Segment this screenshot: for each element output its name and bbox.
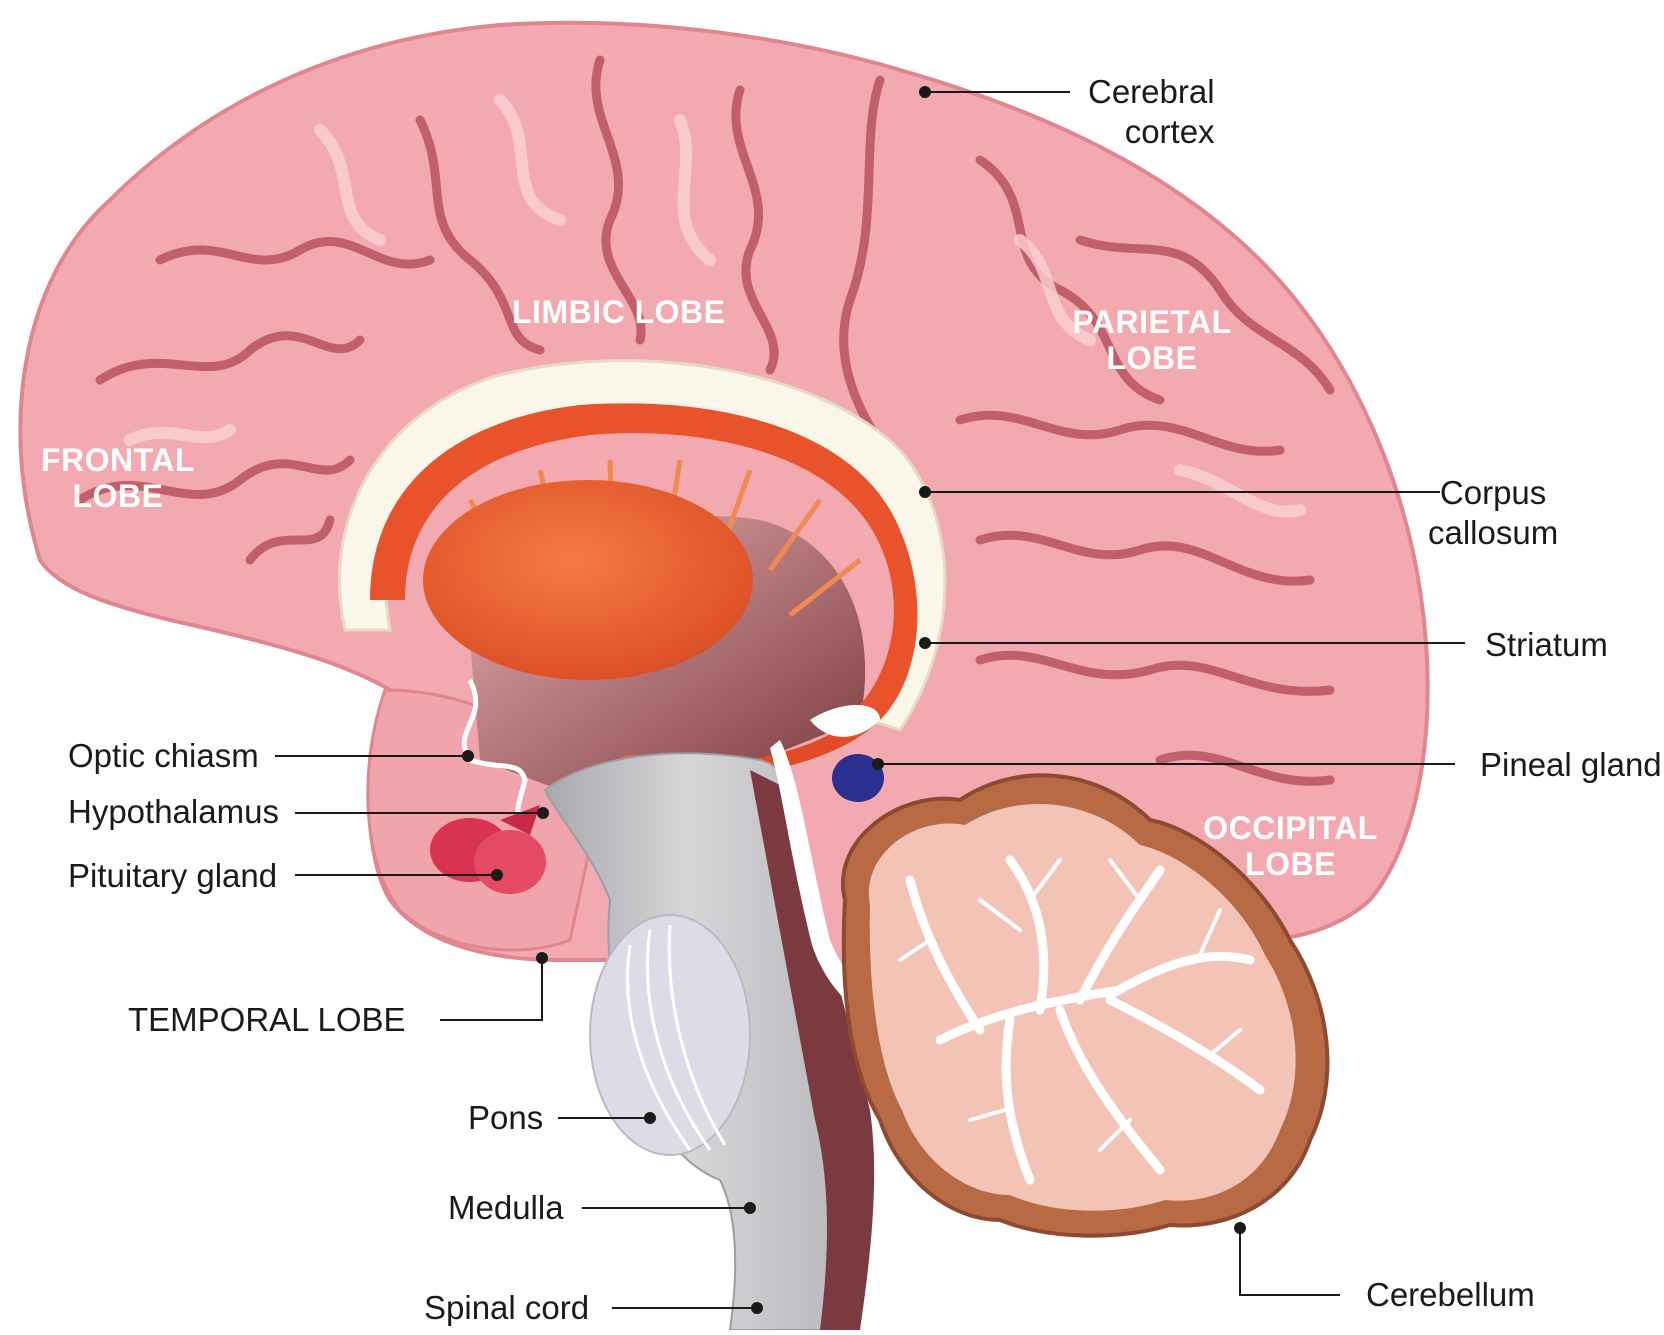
optic-chiasm-line: [461, 678, 528, 822]
thalamus-shape: [423, 480, 753, 680]
arbor-vitae: [905, 855, 1265, 1185]
corpus-callosum-line2: callosum: [1428, 514, 1559, 551]
cerebral-cortex-label: Cerebral cortex: [1088, 72, 1215, 152]
frontal-lobe-line1: FRONTAL: [41, 442, 195, 478]
parietal-lobe-line1: PARIETAL: [1072, 304, 1232, 340]
occipital-lobe-line2: LOBE: [1245, 846, 1336, 882]
hypothalamus-label: Hypothalamus: [68, 793, 279, 830]
striatum-label: Striatum: [1485, 626, 1608, 663]
cerebellum-label: Cerebellum: [1366, 1276, 1535, 1313]
sulci: [75, 55, 1335, 786]
temporal-lobe-label: TEMPORAL LOBE: [128, 1001, 406, 1038]
pituitary-lobe: [474, 830, 546, 894]
white-tract-top: [810, 705, 880, 737]
corpus-callosum-line1: Corpus: [1439, 474, 1547, 511]
optic-chiasm-label: Optic chiasm: [68, 737, 259, 774]
arbor-vitae-branches: [898, 858, 1242, 1152]
pineal-gland-shape: [832, 754, 884, 802]
spinal-cord-label: Spinal cord: [424, 1289, 590, 1326]
corpus-callosum-label: Corpus callosum: [1428, 473, 1558, 553]
white-tract: [770, 740, 950, 1048]
occipital-lobe-line1: OCCIPITAL: [1203, 810, 1378, 846]
fourth-ventricle: [750, 770, 875, 1330]
cerebellum-inner: [868, 803, 1296, 1211]
pons-shape: [589, 914, 751, 1156]
cerebral-cortex-line2: cortex: [1124, 113, 1215, 150]
cerebral-cortex-line1: Cerebral: [1088, 73, 1215, 110]
pituitary-gland-label: Pituitary gland: [68, 857, 278, 894]
occipital-lobe-label: OCCIPITAL LOBE: [1198, 810, 1383, 882]
parietal-lobe-label: PARIETAL LOBE: [1072, 304, 1232, 376]
pons-fibers: [626, 924, 727, 1151]
gyri-highlights: [124, 94, 1306, 518]
leader-lines: [275, 91, 1465, 1309]
frontal-lobe-label: FRONTAL LOBE: [38, 442, 198, 514]
limbic-lobe-label: LIMBIC LOBE: [512, 294, 726, 330]
pons-label: Pons: [468, 1099, 544, 1136]
parietal-lobe-line2: LOBE: [1106, 340, 1198, 376]
pineal-gland-label: Pineal gland: [1480, 746, 1662, 783]
frontal-lobe-line2: LOBE: [72, 478, 164, 514]
medulla-label: Medulla: [448, 1189, 564, 1226]
leader-dots: [462, 86, 1246, 1314]
